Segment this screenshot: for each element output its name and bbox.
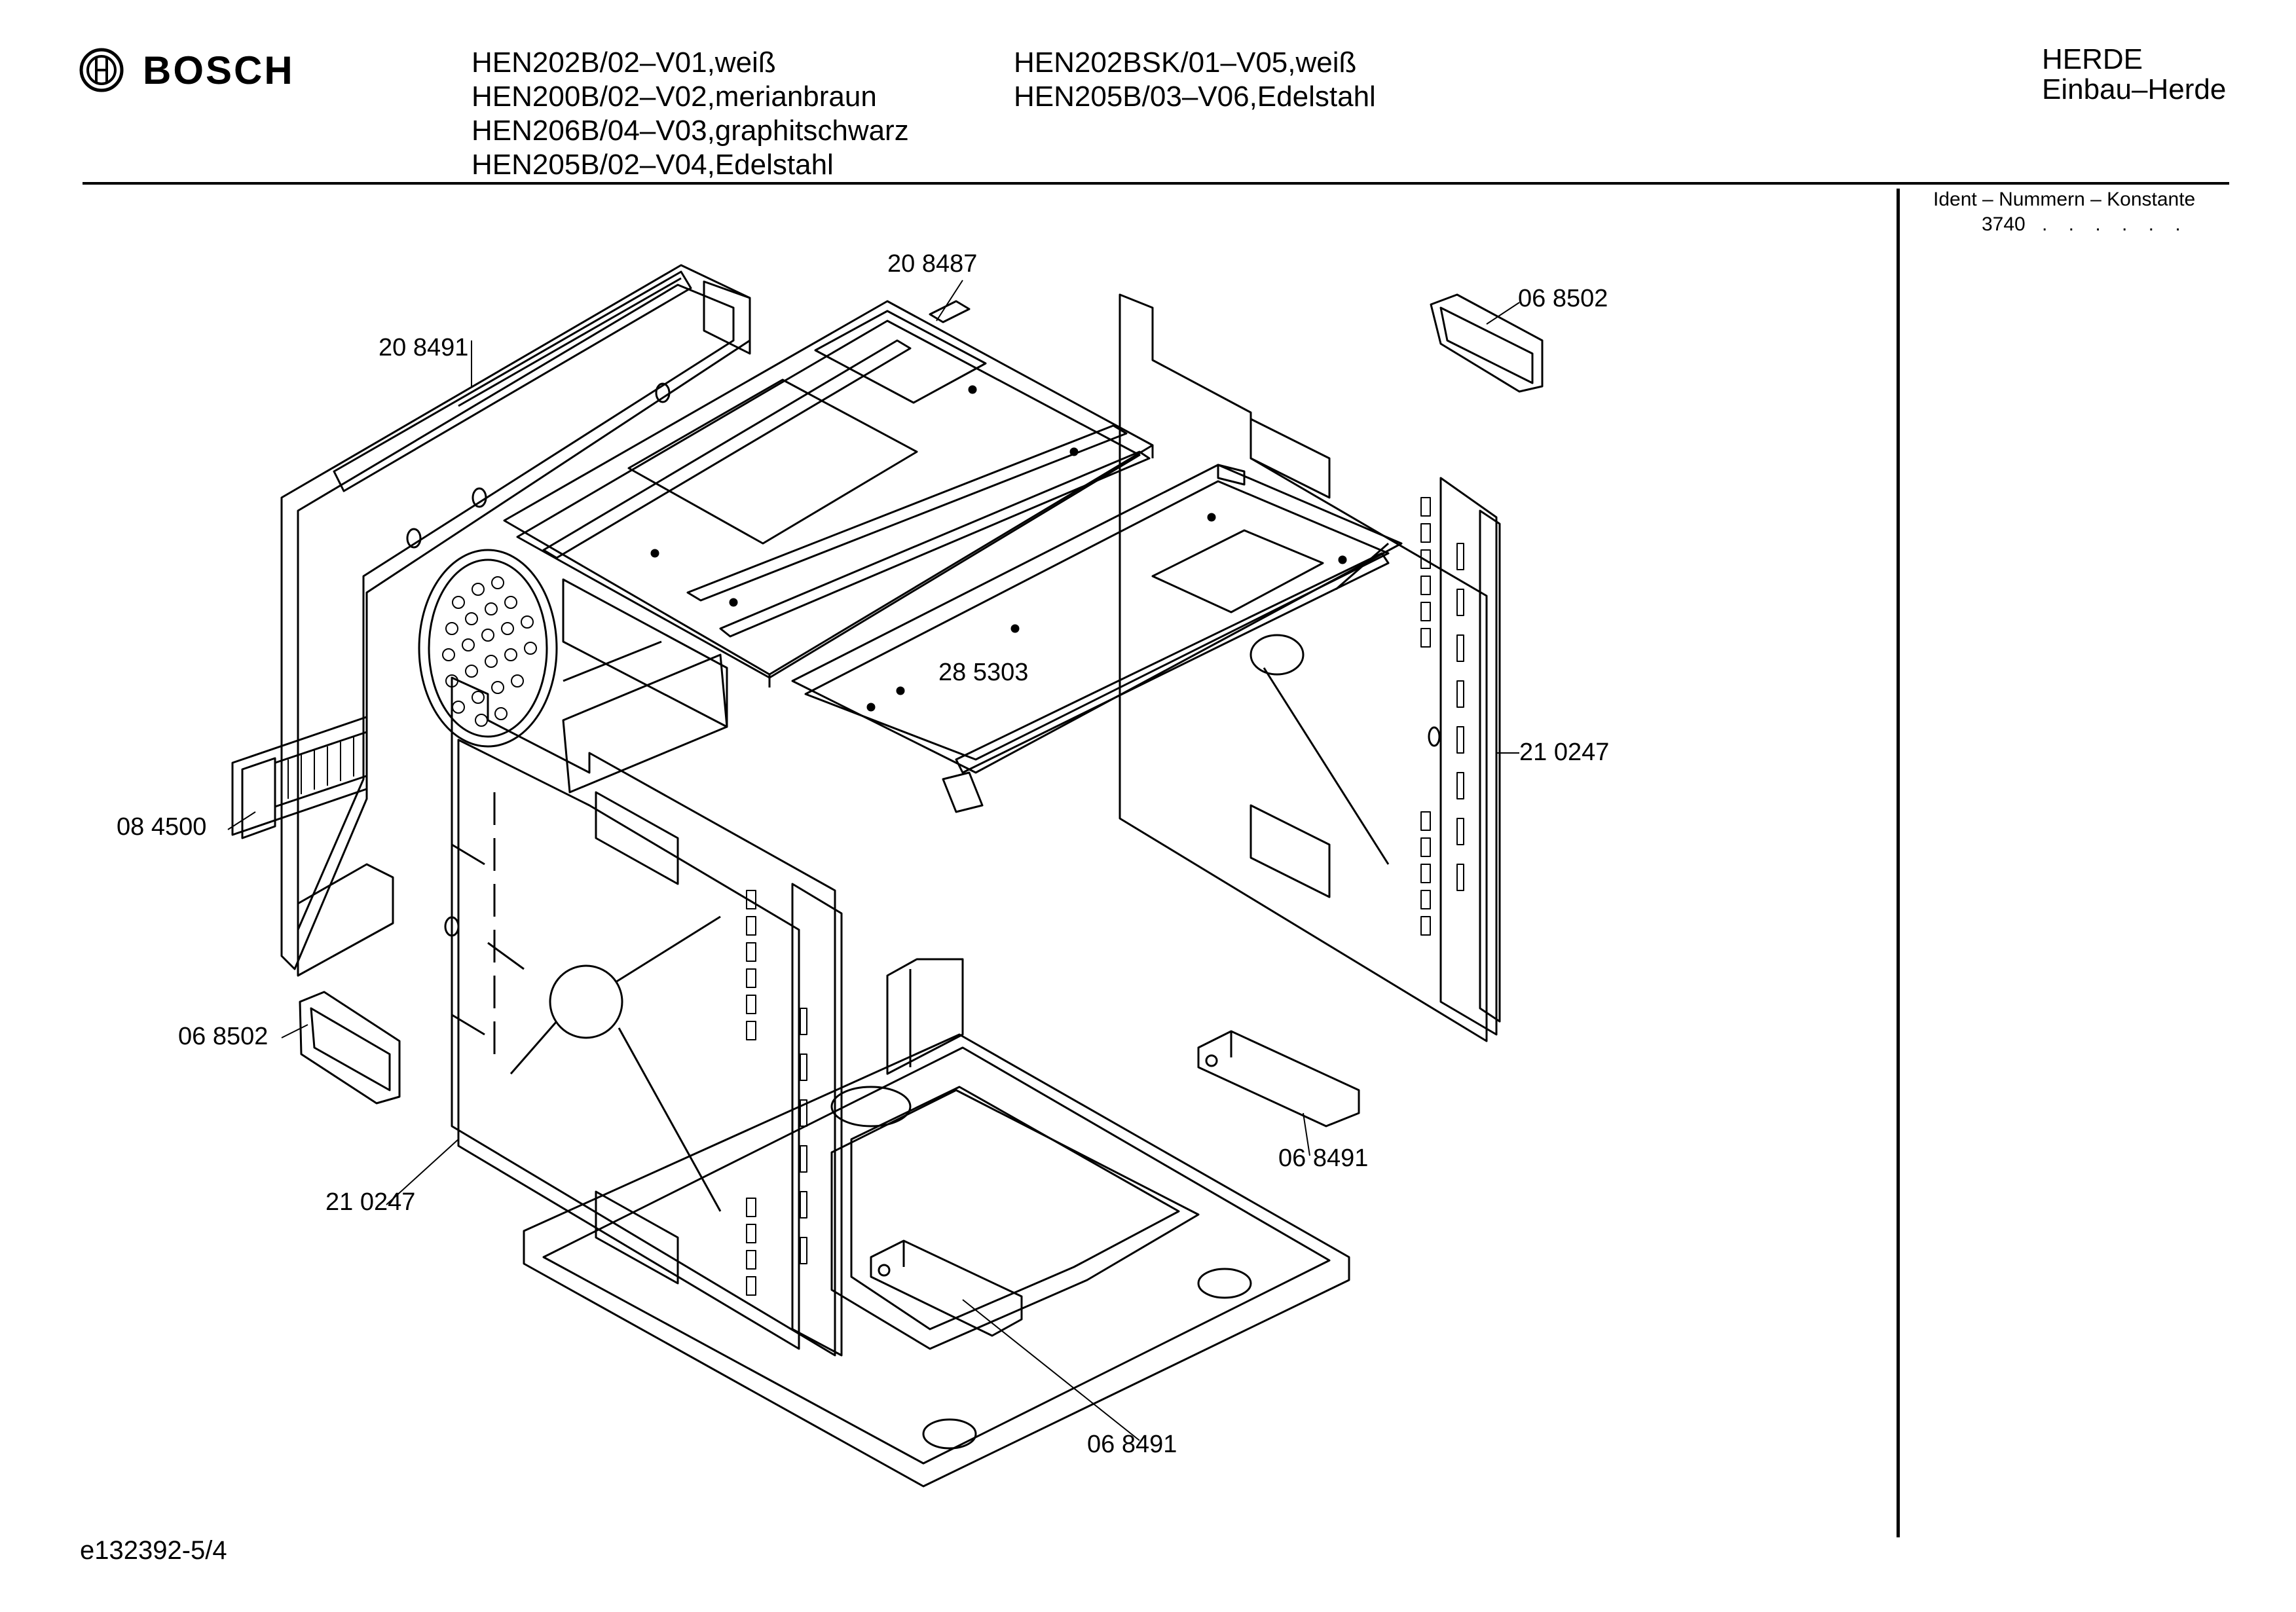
leader-lines xyxy=(227,280,1520,1441)
model-item: HEN206B/04–V03,graphitschwarz xyxy=(472,115,909,147)
grill-shelf xyxy=(791,464,1403,813)
part-label-068491-bottom: 06 8491 xyxy=(1087,1431,1177,1458)
model-item: HEN202B/02–V01,weiß xyxy=(472,46,776,79)
part-label-084500: 08 4500 xyxy=(117,813,207,841)
grill-heater-holder-top xyxy=(1430,293,1544,393)
part-label-068502-top: 06 8502 xyxy=(1518,285,1608,312)
model-item: HEN202BSK/01–V05,weiß xyxy=(1014,46,1357,79)
document-id: e132392-5/4 xyxy=(80,1536,227,1565)
category-line-2: Einbau–Herde xyxy=(2042,73,2227,105)
heater-clip-bottom xyxy=(870,1239,1023,1337)
grill-heater-holder-left xyxy=(299,991,401,1105)
ident-title: Ident – Nummern – Konstante xyxy=(1933,189,2196,210)
brand-name: BOSCH xyxy=(143,48,295,92)
part-label-068491-right: 06 8491 xyxy=(1278,1145,1369,1172)
brand: BOSCH xyxy=(79,47,295,93)
left-side-panel xyxy=(444,676,843,1357)
side-divider xyxy=(1897,189,1900,1537)
heater-clip-right xyxy=(1197,1030,1360,1127)
top-cover xyxy=(503,300,1154,687)
ident-dots: . . . . . . xyxy=(2042,213,2189,235)
part-label-208491: 20 8491 xyxy=(379,334,469,361)
back-panel xyxy=(280,264,751,977)
model-list-2: HEN202BSK/01–V05,weiß HEN205B/03–V06,Ede… xyxy=(1014,46,1376,114)
bosch-logo-icon xyxy=(79,48,124,92)
part-label-068502-left: 06 8502 xyxy=(178,1023,268,1050)
cavity-rear xyxy=(562,578,728,794)
heater-connector xyxy=(231,716,368,839)
ident-code: 3740 xyxy=(1982,213,2026,235)
right-side-panel xyxy=(1119,293,1501,1042)
part-label-285303: 28 5303 xyxy=(938,659,1029,686)
category: HERDE Einbau–Herde xyxy=(2042,45,2226,105)
part-label-210247-right: 21 0247 xyxy=(1519,739,1610,766)
bottom-panel xyxy=(523,958,1350,1488)
model-list-1: HEN202B/02–V01,weiß HEN200B/02–V02,meria… xyxy=(472,46,909,182)
model-item: HEN205B/03–V06,Edelstahl xyxy=(1014,81,1376,113)
model-item: HEN200B/02–V02,merianbraun xyxy=(472,81,877,113)
part-label-208487: 20 8487 xyxy=(887,250,978,278)
header-divider xyxy=(83,182,2229,185)
part-label-210247-left: 21 0247 xyxy=(325,1188,416,1216)
model-item: HEN205B/02–V04,Edelstahl xyxy=(472,149,834,181)
fan-cover xyxy=(418,549,558,748)
category-line-1: HERDE xyxy=(2042,43,2143,75)
